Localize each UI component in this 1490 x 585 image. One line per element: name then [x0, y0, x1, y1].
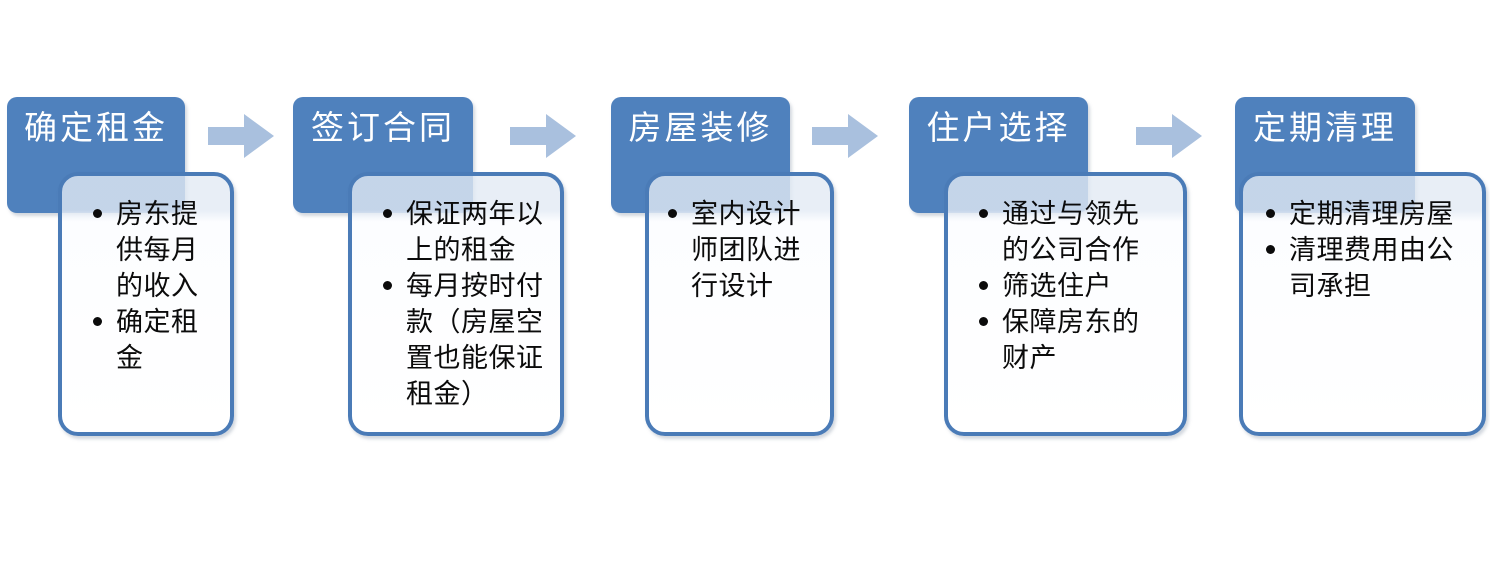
bullet-dot-icon: [380, 196, 406, 232]
flow-arrow-icon: [812, 114, 878, 158]
flow-arrow-icon: [208, 114, 274, 158]
bullet-item: 清理费用由公司承担: [1263, 232, 1478, 304]
bullet-dot-icon: [665, 196, 691, 232]
bullet-dot-icon: [976, 196, 1002, 232]
step-body-box: 室内设计师团队进行设计: [645, 172, 834, 436]
flow-arrow-shape: [1136, 114, 1202, 158]
bullet-text: 保障房东的财产: [1002, 307, 1140, 373]
bullet-text: 室内设计师团队进行设计: [691, 199, 801, 301]
step-body-box: 房东提供每月的收入 确定租金: [58, 172, 234, 436]
bullet-text: 清理费用由公司承担: [1289, 235, 1454, 301]
bullet-dot-icon: [90, 304, 116, 340]
flow-arrow-shape: [510, 114, 576, 158]
bullet-dot-icon: [90, 196, 116, 232]
bullet-item: 保证两年以上的租金: [380, 196, 556, 268]
step-title: 房屋装修: [628, 111, 773, 147]
bullet-dot-icon: [380, 268, 406, 304]
bullet-text: 筛选住户: [1002, 271, 1112, 301]
bullet-dot-icon: [976, 268, 1002, 304]
flow-arrow-shape: [208, 114, 274, 158]
bullet-dot-icon: [1263, 196, 1289, 232]
bullet-text: 确定租金: [116, 307, 199, 373]
bullet-dot-icon: [1263, 232, 1289, 268]
flow-arrow-icon: [510, 114, 576, 158]
bullet-item: 通过与领先的公司合作: [976, 196, 1179, 268]
bullet-text: 保证两年以上的租金: [406, 199, 544, 265]
bullet-item: 确定租金: [90, 304, 226, 376]
bullet-text: 定期清理房屋: [1289, 199, 1454, 229]
step-title: 确定租金: [24, 111, 168, 147]
step-body-box: 保证两年以上的租金 每月按时付款（房屋空置也能保证租金）: [348, 172, 564, 436]
step-body-box: 定期清理房屋 清理费用由公司承担: [1239, 172, 1486, 436]
step-body-box: 通过与领先的公司合作 筛选住户 保障房东的财产: [944, 172, 1187, 436]
bullet-text: 每月按时付款（房屋空置也能保证租金）: [406, 271, 544, 409]
bullet-item: 室内设计师团队进行设计: [665, 196, 826, 304]
bullet-item: 保障房东的财产: [976, 304, 1179, 376]
bullet-text: 通过与领先的公司合作: [1002, 199, 1140, 265]
step-title: 定期清理: [1253, 111, 1397, 147]
flow-arrow-shape: [812, 114, 878, 158]
bullet-text: 房东提供每月的收入: [116, 199, 199, 301]
bullet-item: 房东提供每月的收入: [90, 196, 226, 304]
bullet-item: 定期清理房屋: [1263, 196, 1478, 232]
bullet-item: 筛选住户: [976, 268, 1179, 304]
bullet-dot-icon: [976, 304, 1002, 340]
bullet-item: 每月按时付款（房屋空置也能保证租金）: [380, 268, 556, 412]
flow-arrow-icon: [1136, 114, 1202, 158]
step-title: 住户选择: [926, 111, 1071, 147]
step-title: 签订合同: [311, 111, 455, 147]
